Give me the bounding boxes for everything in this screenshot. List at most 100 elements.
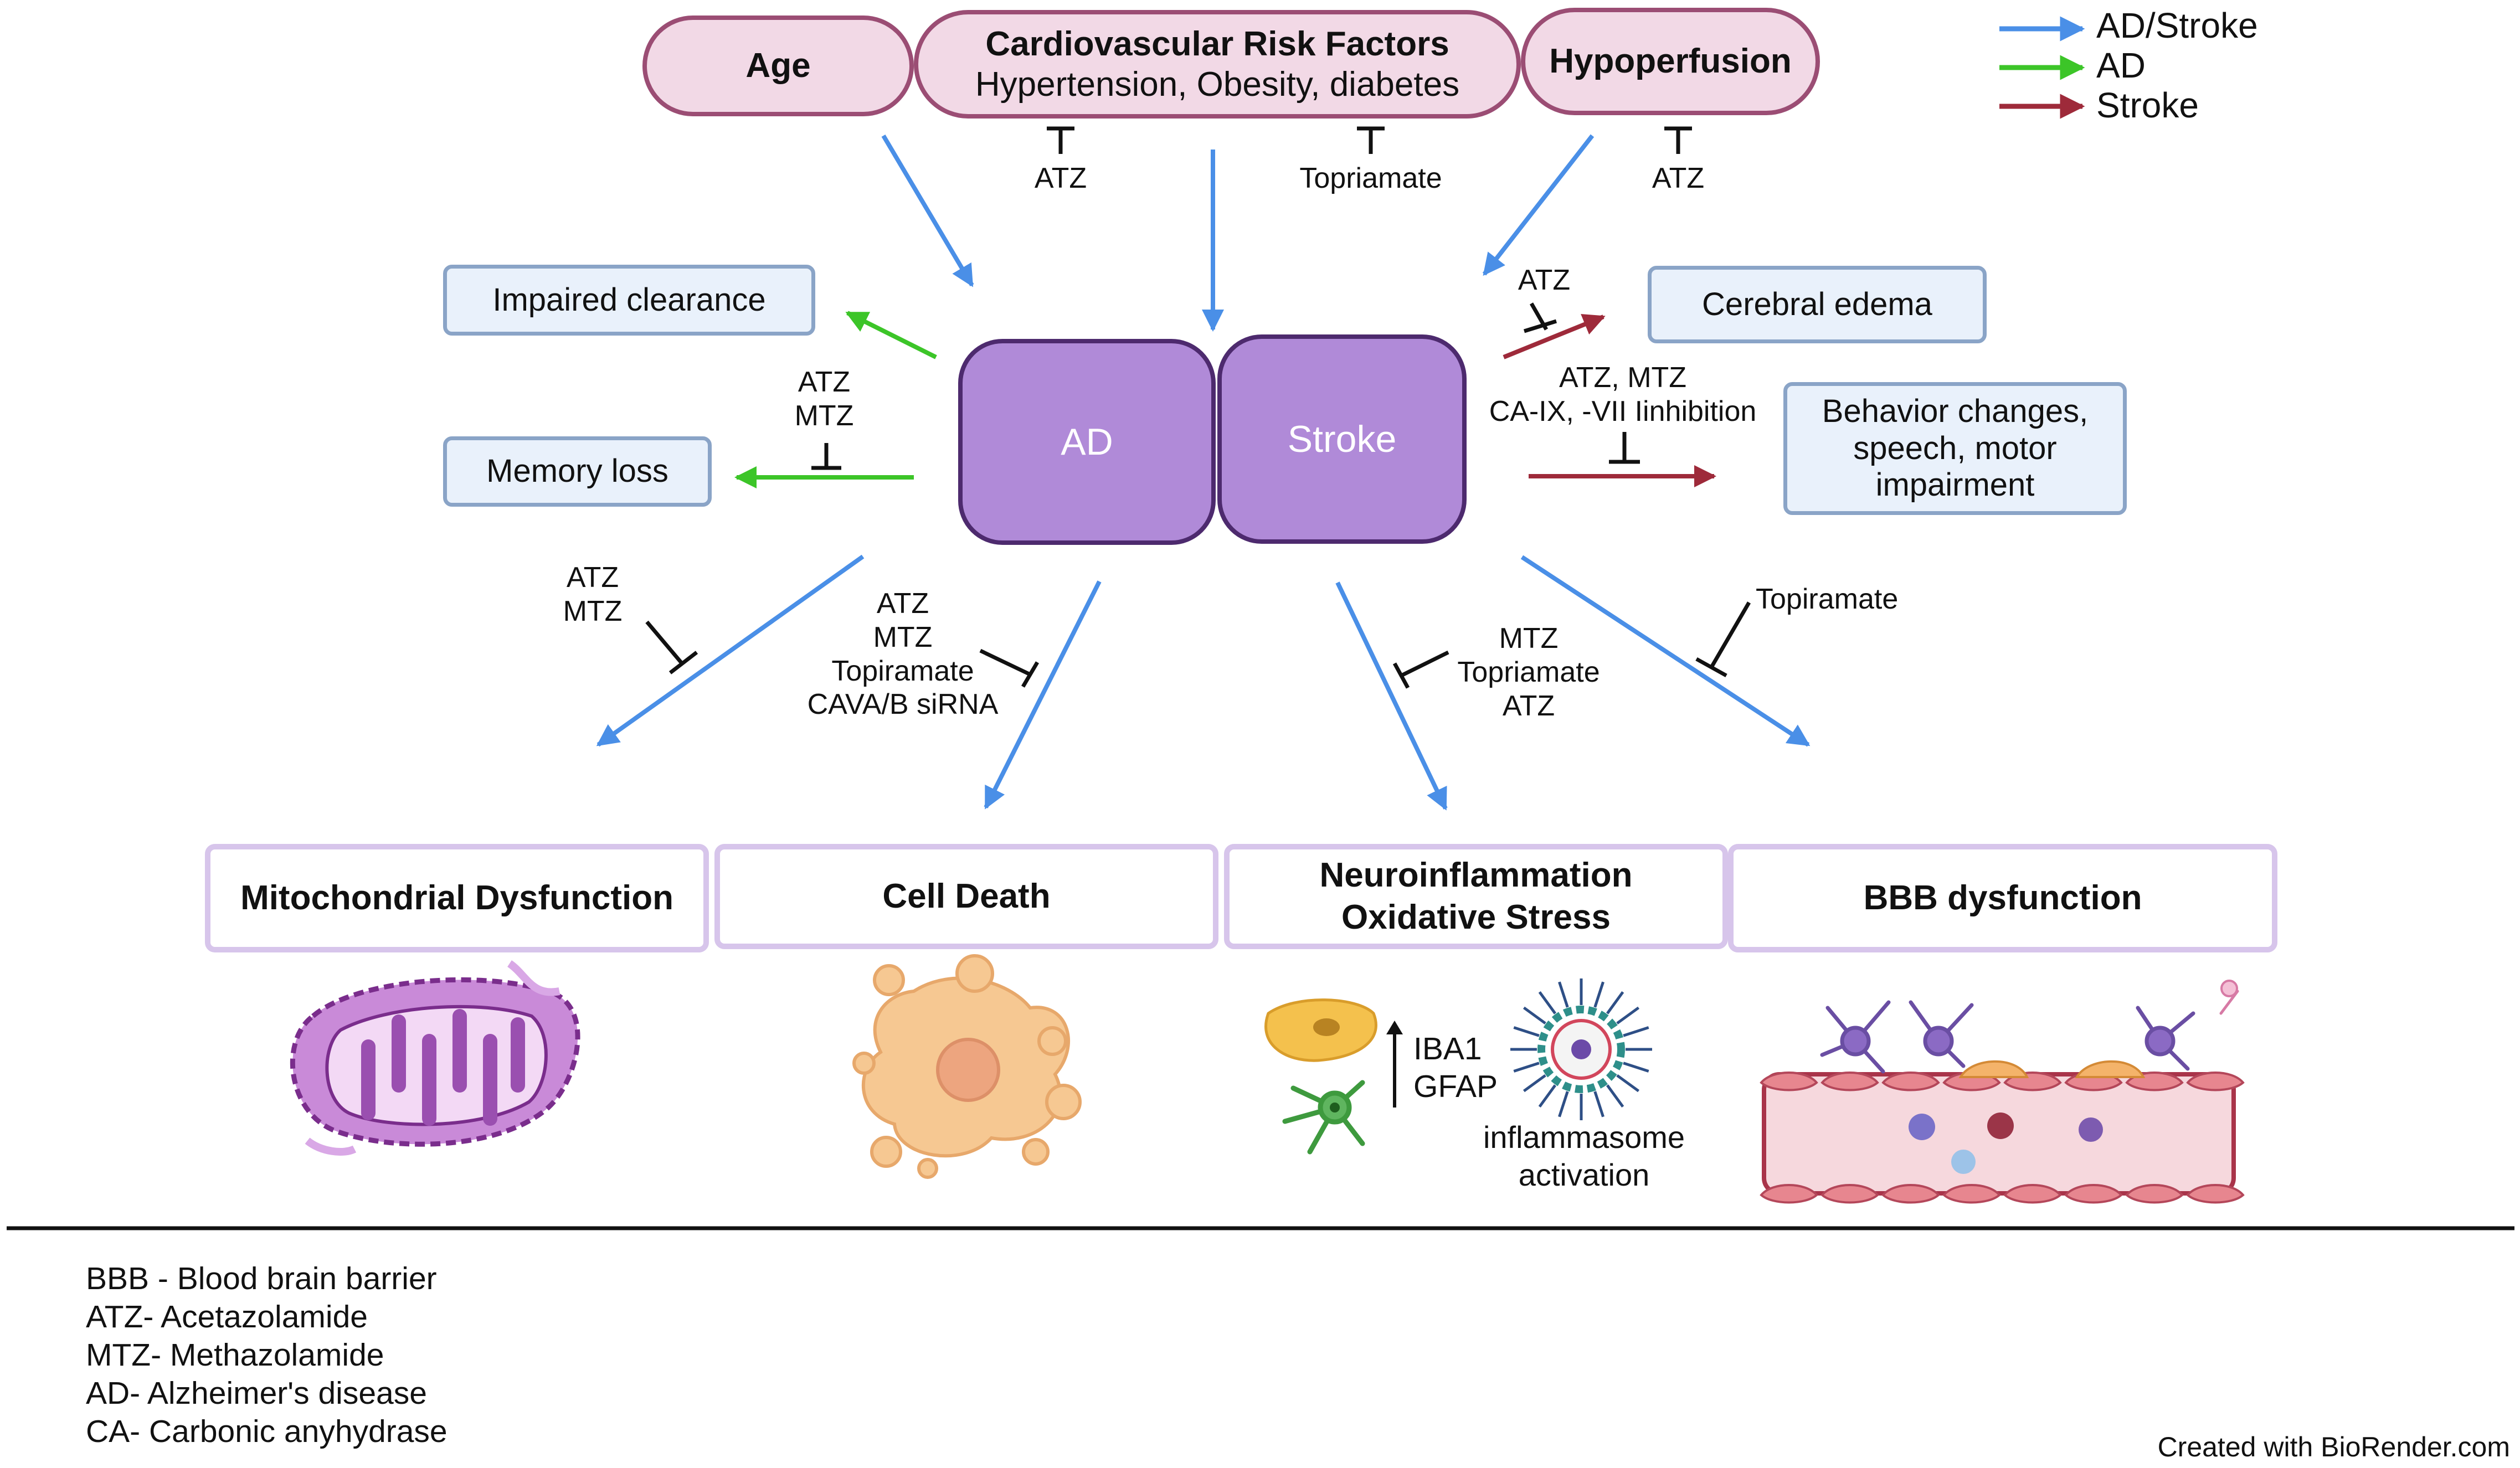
age-label: Age <box>745 47 811 85</box>
mito-label: Mitochondrial Dysfunction <box>240 879 673 918</box>
abbreviation-list: BBB - Blood brain barrier ATZ- Acetazola… <box>86 1260 448 1451</box>
abbreviation-item: ATZ- Acetazolamide <box>86 1299 368 1335</box>
memory-inhibitor-line2: MTZ <box>794 399 854 432</box>
cerebral-edema-box: Cerebral edema <box>1648 266 1987 343</box>
behavior-line2: speech, motor <box>1853 430 2057 466</box>
cardio-risk-title: Cardiovascular Risk Factors <box>985 24 1449 63</box>
ad-label: AD <box>1061 421 1113 463</box>
inflammasome-line1: inflammasome <box>1483 1120 1685 1155</box>
cerebral-edema-label: Cerebral edema <box>1702 286 1932 322</box>
memory-loss-inhibition <box>811 443 841 470</box>
behavior-inhibitor-line2: CA-IX, -VII Iinhibition <box>1489 395 1757 427</box>
legend-ad-stroke-label: AD/Stroke <box>2096 6 2258 45</box>
cell-death-inhibitor-line1: ATZ <box>876 588 929 620</box>
ad-box: AD <box>958 339 1216 545</box>
bbb-inhibition <box>1695 601 1751 678</box>
neuro-inhibitor-line1: MTZ <box>1499 622 1559 655</box>
hypoperfusion-box: Hypoperfusion <box>1521 8 1820 115</box>
inflammasome-spoke <box>1513 1026 1540 1037</box>
disease-to-neuro-arrow <box>1335 581 1448 811</box>
dying-cell-icon <box>852 954 1082 1179</box>
inflammasome-spoke <box>1606 1084 1624 1108</box>
age-to-disease-arrow <box>881 134 974 287</box>
cerebral-edema-inhibition <box>1523 302 1557 333</box>
astrocyte-icon <box>1282 1080 1365 1155</box>
abbreviation-item: CA- Carbonic anyhydrase <box>86 1413 448 1449</box>
impaired-clearance-label: Impaired clearance <box>492 281 766 318</box>
neuro-line2: Oxidative Stress <box>1341 898 1611 936</box>
legend-ad-label: AD <box>2096 45 2146 85</box>
stroke-to-cerebral-edema-arrow <box>1503 313 1606 359</box>
impaired-clearance-box: Impaired clearance <box>443 265 815 336</box>
behavior-box: Behavior changes, speech, motor impairme… <box>1783 382 2127 515</box>
cell-death-inhibitor-line3: Topiramate <box>831 655 974 687</box>
astrocyte-cluster-icon <box>1820 980 2239 1074</box>
mito-inhibitor-label: ATZ MTZ <box>548 561 637 629</box>
hypoperfusion-label: Hypoperfusion <box>1549 42 1792 81</box>
inflammasome-label: inflammasome activation <box>1462 1119 1706 1194</box>
endothelial-cell <box>2186 1072 2245 1091</box>
mitochondrion-icon <box>290 960 580 1156</box>
bbb-box: BBB dysfunction <box>1728 844 2277 952</box>
cardio-atz-label: ATZ <box>1034 162 1087 194</box>
cell-death-inhibitor-label: ATZ MTZ Topiramate CAVA/B siRNA <box>786 587 1019 722</box>
neuro-inhibitor-label: MTZ Topriamate ATZ <box>1434 622 1623 723</box>
cell-death-inhibitor-line2: MTZ <box>873 621 933 653</box>
neuro-line1: Neuroinflammation <box>1319 856 1633 895</box>
age-box: Age <box>642 16 914 116</box>
inflammasome-spoke <box>1606 991 1624 1014</box>
inflammasome-spoke <box>1523 1006 1546 1024</box>
endothelial-cell <box>1760 1184 1818 1204</box>
inflammasome-spoke <box>1623 1062 1649 1073</box>
pericyte-icon <box>1958 1060 2146 1078</box>
endothelial-cell <box>2003 1184 2062 1204</box>
iba1-label: IBA1 <box>1413 1031 1482 1067</box>
inflammasome-spoke <box>1523 1074 1546 1093</box>
behavior-inhibition <box>1609 432 1640 464</box>
endothelial-cell <box>1760 1072 1818 1091</box>
disease-to-mito-arrow <box>596 554 865 747</box>
cardio-risk-subtitle: Hypertension, Obesity, diabetes <box>975 65 1460 104</box>
abbreviation-item: BBB - Blood brain barrier <box>86 1261 437 1296</box>
inflammasome-icon <box>1510 978 1652 1120</box>
cardio-atz-inhibition <box>1047 126 1074 154</box>
neuro-box: Neuroinflammation Oxidative Stress <box>1224 844 1728 949</box>
inflammasome-spoke <box>1616 1074 1640 1093</box>
disease-to-cell-death-arrow <box>984 580 1102 810</box>
inflammasome-spoke <box>1623 1026 1649 1037</box>
inflammasome-spoke <box>1593 981 1604 1008</box>
inflammasome-spoke <box>1616 1006 1640 1024</box>
memory-inhibitor-line1: ATZ <box>798 366 851 398</box>
endothelial-cell <box>1881 1184 1940 1204</box>
biorender-credit: Created with BioRender.com <box>2157 1431 2510 1462</box>
inflammasome-spoke <box>1558 1091 1569 1117</box>
stroke-label: Stroke <box>1287 418 1397 460</box>
microglia-icon <box>1264 998 1377 1062</box>
hypoperfusion-to-disease-arrow <box>1482 134 1595 276</box>
abbreviation-item: AD- Alzheimer's disease <box>86 1375 427 1411</box>
cardio-topiramate-label: Topriamate <box>1299 162 1442 194</box>
blood-vessel-icon <box>1760 1072 2245 1204</box>
memory-loss-box: Memory loss <box>443 436 712 507</box>
behavior-line1: Behavior changes, <box>1822 393 2089 429</box>
inflammasome-spoke <box>1513 1062 1540 1073</box>
cell-death-label: Cell Death <box>882 877 1051 916</box>
endothelial-cell <box>1820 1072 1879 1091</box>
gfap-label: GFAP <box>1413 1069 1498 1105</box>
behavior-line3: impairment <box>1875 467 2035 503</box>
mito-inhibitor-line2: MTZ <box>563 595 623 627</box>
marker-labels: IBA1 GFAP <box>1413 1030 1498 1106</box>
memory-loss-label: Memory loss <box>486 453 668 490</box>
neuro-inhibitor-line3: ATZ <box>1502 689 1555 722</box>
neuro-inhibitor-line2: Topriamate <box>1457 656 1600 688</box>
mito-inhibition <box>645 620 698 674</box>
inflammasome-spoke <box>1538 991 1556 1014</box>
cardio-risk-box: Cardiovascular Risk Factors Hypertension… <box>914 10 1521 119</box>
endothelial-cell <box>2125 1184 2184 1204</box>
endothelial-cell <box>2186 1184 2245 1204</box>
hypoperfusion-atz-inhibition <box>1664 126 1692 154</box>
behavior-inhibitor-label: ATZ, MTZ CA-IX, -VII Iinhibition <box>1473 361 1772 429</box>
abbreviation-item: MTZ- Methazolamide <box>86 1337 384 1373</box>
